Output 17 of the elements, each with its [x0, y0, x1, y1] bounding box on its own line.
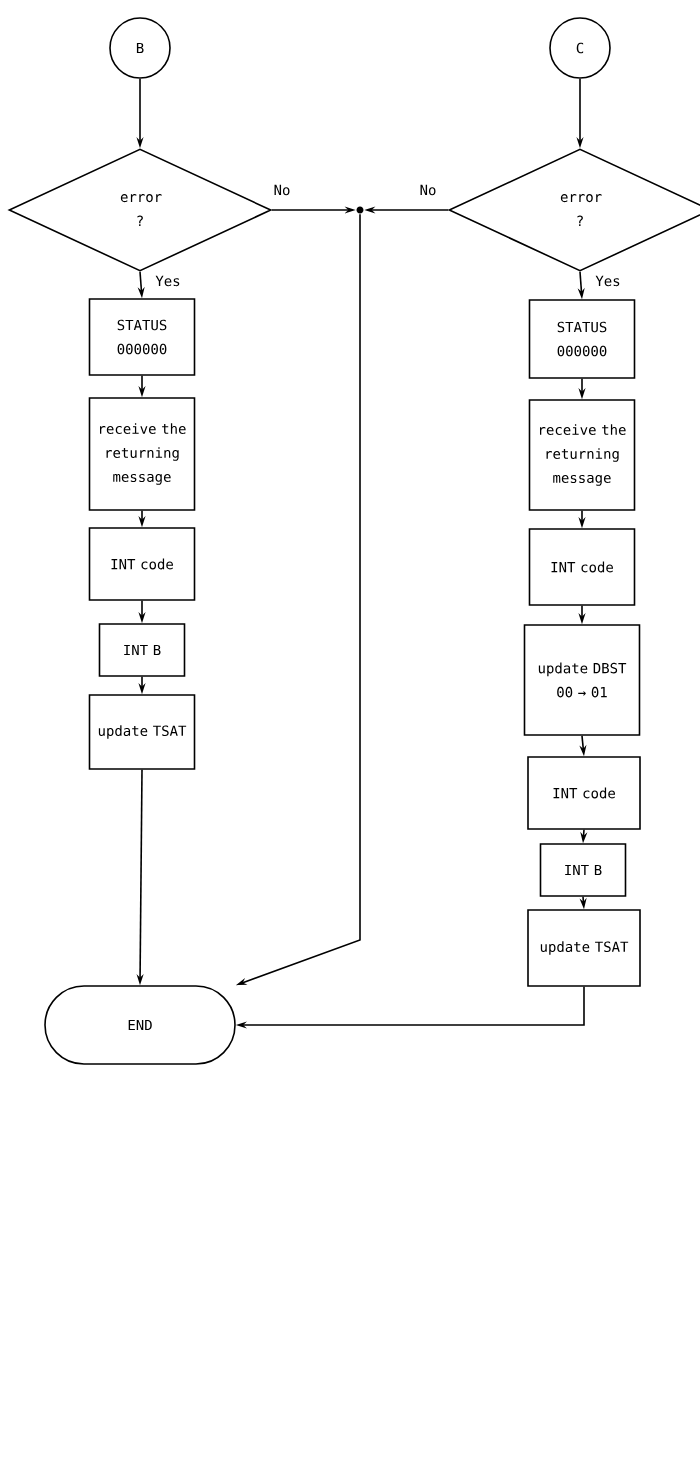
terminator: END [44, 985, 236, 1065]
process-box: update TSAT [527, 909, 641, 987]
process-box: update TSAT [88, 694, 196, 770]
process-box: update DBST 00 → 01 [523, 624, 641, 736]
edge-label: Yes [154, 274, 182, 288]
edge-label: No [418, 183, 438, 197]
process-box: INT code [88, 527, 196, 601]
process-box: receive the returning message [528, 399, 636, 511]
process-box: INT B [539, 843, 627, 897]
process-box: STATUS 000000 [528, 299, 636, 379]
process-box: INT code [528, 528, 636, 606]
edge-label: No [272, 183, 292, 197]
process-box: INT code [527, 756, 641, 830]
process-box: receive the returning message [88, 397, 196, 511]
process-box: INT B [98, 623, 186, 677]
process-box: STATUS 000000 [88, 298, 196, 376]
edge-label: Yes [594, 274, 622, 288]
